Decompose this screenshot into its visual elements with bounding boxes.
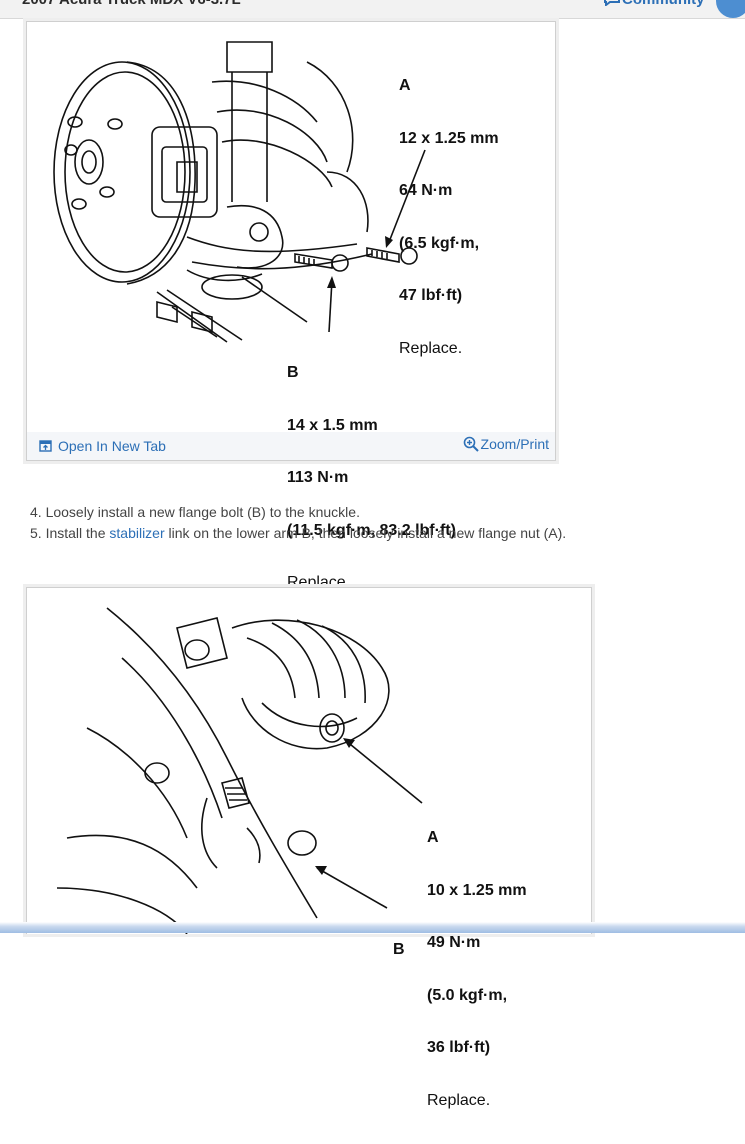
callout-b-letter: B <box>287 364 299 381</box>
callout-a: A 12 x 1.25 mm 64 N·m (6.5 kgf·m, 47 lbf… <box>399 42 499 392</box>
callout-a-fig2: A 10 x 1.25 mm 49 N·m (5.0 kgf·m, 36 lbf… <box>427 794 527 1144</box>
step-5-suffix: link on the lower arm B, then loosely in… <box>164 525 567 541</box>
callout-a-fig2-kgf: (5.0 kgf·m, <box>427 986 508 1004</box>
figure-panel-1: A 12 x 1.25 mm 64 N·m (6.5 kgf·m, 47 lbf… <box>26 21 556 591</box>
bottom-scroll-strip <box>0 922 745 933</box>
community-link[interactable]: Community <box>622 0 705 8</box>
callout-a-fig2-lbf: 36 lbf·ft) <box>427 1039 491 1056</box>
external-window-icon <box>39 440 52 452</box>
callout-b-size: 14 x 1.5 mm <box>287 416 378 434</box>
page-title: 2007 Acura Truck MDX V6-3.7L <box>22 0 241 8</box>
instruction-steps: 4. Loosely install a new flange bolt (B)… <box>30 502 566 544</box>
step-4: 4. Loosely install a new flange bolt (B)… <box>30 504 360 520</box>
callout-a-size: 12 x 1.25 mm <box>399 129 499 147</box>
callout-a-fig2-size: 10 x 1.25 mm <box>427 881 527 899</box>
rear-knuckle-diagram <box>53 41 426 343</box>
open-in-new-tab-link[interactable]: Open In New Tab <box>39 438 166 454</box>
top-bar: 2007 Acura Truck MDX V6-3.7L Community <box>0 0 745 19</box>
callout-a-fig2-torque: 49 N·m <box>427 934 481 951</box>
zoom-print-link[interactable]: Zoom/Print <box>463 436 549 452</box>
panel-footer: Open In New Tab Zoom/Print <box>27 432 555 460</box>
step-5-prefix: 5. Install the <box>30 525 110 541</box>
stabilizer-link[interactable]: stabilizer <box>109 525 165 541</box>
callout-a-torque: 64 N·m <box>399 182 453 199</box>
callout-b-spec: (11.5 kgf·m, 83.2 lbf·ft) <box>287 521 456 539</box>
callout-a-kgf: (6.5 kgf·m, <box>399 234 480 252</box>
callout-a-fig2-letter: A <box>427 829 439 846</box>
callout-a-note: Replace. <box>399 339 463 357</box>
callout-a-letter: A <box>399 77 411 94</box>
callout-b: B 14 x 1.5 mm 113 N·m (11.5 kgf·m, 83.2 … <box>287 329 456 627</box>
open-in-new-tab-label: Open In New Tab <box>58 438 166 454</box>
zoom-icon <box>463 436 479 452</box>
avatar[interactable] <box>716 0 745 18</box>
step-5: 5. Install the stabilizer link on the lo… <box>30 523 566 544</box>
figure-panel-2: A 10 x 1.25 mm 49 N·m (5.0 kgf·m, 36 lbf… <box>26 587 592 1109</box>
zoom-print-label: Zoom/Print <box>480 436 549 452</box>
callout-a-lbf: 47 lbf·ft) <box>399 287 463 304</box>
callout-b-torque: 113 N·m <box>287 469 349 486</box>
chat-icon[interactable] <box>604 0 620 6</box>
callout-a-fig2-note: Replace. <box>427 1091 491 1109</box>
callout-b-fig2-letter: B <box>393 941 405 958</box>
callout-b-note: Replace. <box>287 574 351 591</box>
callout-b-fig2: B <box>393 906 411 994</box>
